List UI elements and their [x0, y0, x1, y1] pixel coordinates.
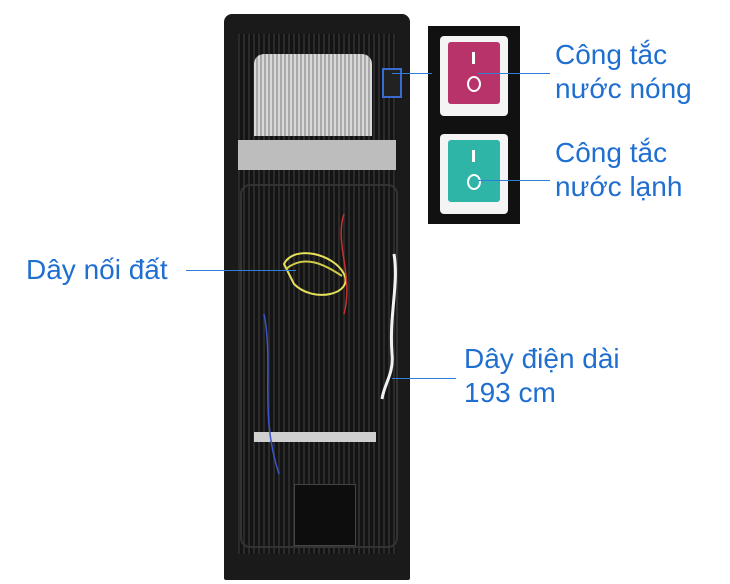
cold-switch-label: Công tắc nước lạnh: [555, 137, 683, 202]
off-mark-icon: [467, 174, 481, 190]
hot-tank-coils: [254, 54, 372, 136]
cold-switch-leader: [478, 180, 550, 181]
cold-switch-inset: [428, 124, 520, 224]
hot-switch-inset: [428, 26, 520, 126]
lower-bracket: [254, 432, 376, 442]
water-dispenser-back-panel: [224, 14, 410, 580]
power-cord-label: Dây điện dài 193 cm: [464, 343, 620, 408]
wiring: [263, 213, 397, 475]
switch-indicator: [382, 68, 402, 98]
power-cord-leader: [392, 378, 456, 379]
on-mark-icon: [472, 52, 475, 64]
hot-switch-indicator-leader: [392, 73, 432, 74]
compressor: [294, 484, 356, 546]
cold-water-switch[interactable]: [448, 140, 500, 202]
cold-switch-frame: [440, 134, 508, 214]
ground-wire-leader: [186, 270, 296, 271]
hot-switch-label: Công tắc nước nóng: [555, 39, 692, 104]
off-mark-icon: [467, 76, 481, 92]
ground-wire-label: Dây nối đất: [26, 254, 168, 285]
hot-switch-leader: [478, 73, 550, 74]
condenser-coil: [240, 184, 398, 548]
hot-switch-frame: [440, 36, 508, 116]
on-mark-icon: [472, 150, 475, 162]
cooling-bracket: [238, 140, 396, 170]
